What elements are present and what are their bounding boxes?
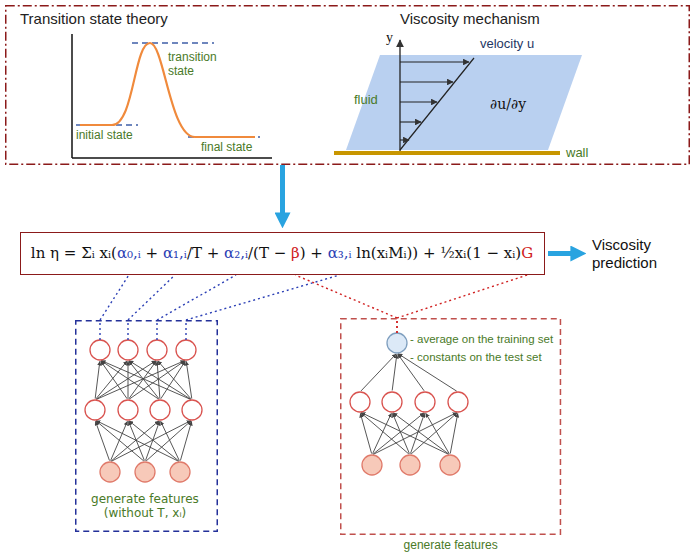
nn-link <box>393 413 449 454</box>
nn-link <box>373 413 456 455</box>
dotted-link <box>99 320 100 340</box>
nn-neuron <box>118 340 138 360</box>
formula-term: G <box>521 244 533 262</box>
nn-neuron <box>85 400 105 420</box>
nn-neuron <box>100 462 120 482</box>
nn-link <box>111 421 190 462</box>
neural-network <box>85 340 202 482</box>
nn-link <box>361 354 396 391</box>
nn-neuron <box>135 462 155 482</box>
network-caption: generate features (without T, xᵢ) <box>80 492 210 521</box>
formula: ln η = Σᵢ xᵢ(α₀,ᵢ + α₁,ᵢ/T + α₂,ᵢ/(T − β… <box>31 244 533 262</box>
nn-neuron <box>170 462 190 482</box>
output-note: - constants on the test set <box>410 351 542 365</box>
nn-neuron <box>448 392 468 412</box>
dotted-link <box>396 318 397 333</box>
formula-term: β <box>291 244 300 262</box>
constant-network-box: - average on the training set - constants… <box>340 318 561 535</box>
dashed-border <box>6 6 690 165</box>
dotted-link <box>185 320 186 340</box>
flow-arrow <box>280 165 285 222</box>
state-label: final state <box>201 140 252 154</box>
flow-illustration <box>334 40 582 153</box>
nn-link <box>96 421 110 460</box>
dashed-outline <box>340 318 561 535</box>
nn-link <box>361 413 448 455</box>
nn-neuron <box>387 333 407 353</box>
gradient-label: ∂u/∂y <box>490 96 526 113</box>
formula-term: α₃,ᵢ <box>328 244 352 262</box>
output-note: - average on the training set <box>410 333 553 347</box>
nn-link <box>101 361 190 400</box>
formula-term: α₁,ᵢ <box>163 244 187 262</box>
wall-label: wall <box>566 145 588 161</box>
dotted-connector <box>186 275 340 320</box>
fluid-label: fluid <box>354 92 378 108</box>
output-label: Viscosity prediction <box>592 236 688 272</box>
nn-link <box>129 421 179 461</box>
dotted-connector <box>157 275 236 320</box>
axis-label: y <box>386 30 393 47</box>
nn-link <box>392 354 397 390</box>
dotted-connector <box>295 275 397 318</box>
dotted-link <box>156 320 157 340</box>
nn-neuron <box>150 400 170 420</box>
output-arrow <box>548 251 580 256</box>
dotted-connector <box>100 275 129 320</box>
dotted-connector <box>128 275 175 320</box>
formula-box: ln η = Σᵢ xᵢ(α₀,ᵢ + α₁,ᵢ/T + α₂,ᵢ/(T − β… <box>20 232 545 275</box>
nn-neuron <box>350 392 370 412</box>
nn-link <box>129 361 190 399</box>
nn-link <box>410 413 424 453</box>
energy-diagram <box>72 34 272 158</box>
feature-network-box: generate features (without T, xᵢ) <box>75 320 218 532</box>
nn-link <box>129 361 159 399</box>
nn-link <box>101 361 127 399</box>
dotted-connector <box>397 275 527 318</box>
dotted-link <box>396 318 397 333</box>
nn-neuron <box>415 392 435 412</box>
nn-link <box>426 413 449 453</box>
dashed-border <box>76 321 218 532</box>
nn-link <box>373 413 424 454</box>
formula-term: α₀,ᵢ <box>117 244 141 262</box>
nn-link <box>393 413 410 453</box>
nn-neuron <box>182 400 202 420</box>
nn-link <box>360 413 371 453</box>
nn-neuron <box>90 340 110 360</box>
panel-heading: Transition state theory <box>20 10 168 28</box>
nn-link <box>96 361 184 400</box>
nn-neuron <box>118 400 138 420</box>
panel-heading: Viscosity mechanism <box>400 10 540 28</box>
nn-link <box>101 361 159 399</box>
nn-neuron <box>440 455 460 475</box>
nn-neuron <box>362 455 382 475</box>
velocity-label: velocity u <box>480 36 534 52</box>
formula-term: α₂,ᵢ <box>224 244 248 262</box>
state-label: transition state <box>168 50 246 79</box>
nn-link <box>146 421 191 461</box>
nn-neuron <box>400 455 420 475</box>
nn-neuron <box>382 392 402 412</box>
nn-link <box>95 361 100 398</box>
nn-neuron <box>147 340 167 360</box>
nn-link <box>158 361 191 399</box>
nn-link <box>96 421 178 462</box>
dotted-link <box>127 320 128 340</box>
state-label: initial state <box>76 128 133 142</box>
network-caption: generate features <box>340 538 561 552</box>
dashed-border <box>341 319 561 535</box>
nn-link <box>450 413 457 453</box>
nn-link <box>128 362 129 399</box>
nn-neuron <box>176 340 196 360</box>
nn-link <box>180 421 191 460</box>
nn-link <box>186 361 192 398</box>
nn-link <box>161 421 180 460</box>
